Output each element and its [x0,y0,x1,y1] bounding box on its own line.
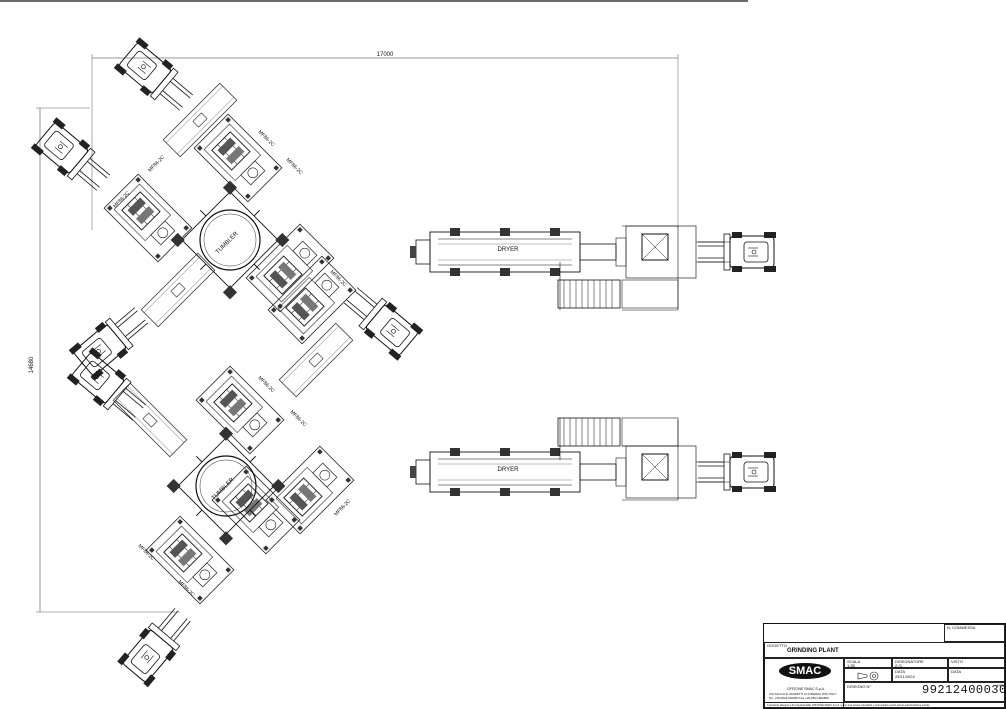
projection-symbol-icon [857,671,879,681]
bottom-cluster: TUMBLER MF86-2C MF86-2C MF86-2C MF86-2C … [66,322,355,688]
commessa-cell: N. COMMESSA [944,624,1005,642]
commessa-label: N. COMMESSA [947,625,976,630]
data2-cell: DATA [948,668,1005,682]
mf-label-g: MF86-2C [289,409,308,428]
dimension-vertical: 14680 [29,107,180,613]
logo-cell: SMAC OFFICINE SMAC S.p.A. VIA SACCO E VA… [764,658,844,708]
disclaimer-text: Il presente disegno è di proprietà delle… [767,704,930,707]
mill-unit-e [195,365,285,455]
dimension-horizontal-label: 17000 [377,52,394,58]
oggetto-value: GRINDING PLANT [787,648,839,654]
mill-unit-a [193,113,283,203]
drawing-number: 992124000300 [922,683,1006,697]
visto-cell: VISTO [948,658,1005,668]
disclaimer-cell: Il presente disegno è di proprietà delle… [764,702,1005,708]
company-address: VIA SACCO E VANZETTI 10 FIDENZA (PR) ITA… [769,692,837,696]
dryer-line-top: DRYER [409,225,777,311]
scala-cell: SCALA 1:35 [844,658,892,668]
rev-label: REV. [997,683,1006,688]
data-value: 25/11/2024 [895,674,915,679]
chute-4 [278,322,354,398]
mf-label-c: MF86-2C [147,154,166,173]
data2-label: DATA [951,669,962,674]
data-label: DATA [895,669,906,674]
disegnatore-cell: DISEGNATORE Z.G. [892,658,948,668]
tumbler-bottom-label: TUMBLER [211,477,236,502]
visto-label: VISTO [951,659,963,664]
mf-label-b: MF86-2C [285,157,304,176]
dryer-top-label: DRYER [498,247,520,253]
oggetto-cell: OGGETTO GRINDING PLANT [764,642,1005,658]
dryer-bottom-label: DRYER [498,467,520,473]
title-block: N. COMMESSA OGGETTO GRINDING PLANT SMAC … [763,623,1006,709]
disegno-label: DISEGNO N° [847,684,872,689]
dimension-vertical-label: 14680 [29,356,35,373]
scala-label: SCALA [847,659,861,664]
tumbler-top-label: TUMBLER [215,231,240,256]
mf-label-i: MF86-2C [137,543,156,562]
forklift-1 [113,36,200,119]
data-cell: DATA 25/11/2024 [892,668,948,682]
disegnatore-label: DISEGNATORE [895,659,924,664]
mill-unit-b [103,173,193,263]
chute-3 [112,382,188,458]
oggetto-label: OGGETTO [767,643,787,648]
company-name: OFFICINE SMAC S.p.A. [787,687,825,691]
company-phone: Tel. +39-0524-800950 Fax +39-0524-800869 [769,696,829,700]
projection-symbol-cell [844,668,892,682]
mf-label-f: MF86-2C [257,375,276,394]
mf-label-h: MF86-2C [333,498,352,517]
company-logo: SMAC [779,663,831,679]
forklift-6 [116,601,199,688]
disegnatore-value: Z.G. [895,663,903,668]
forklift-2 [30,116,117,199]
disegno-cell: DISEGNO N° REV. 992124000300 [844,682,1006,702]
top-cluster: TUMBLER MF86-2C MF86-2C MF86-2C MF86-2C … [30,36,424,382]
dimension-horizontal: 17000 [91,52,679,230]
dryer-line-bottom: DRYER [409,417,777,501]
chute-1 [140,252,216,328]
mf-label-d: MF86-2C [112,190,131,209]
scala-value: 1:35 [847,663,855,668]
